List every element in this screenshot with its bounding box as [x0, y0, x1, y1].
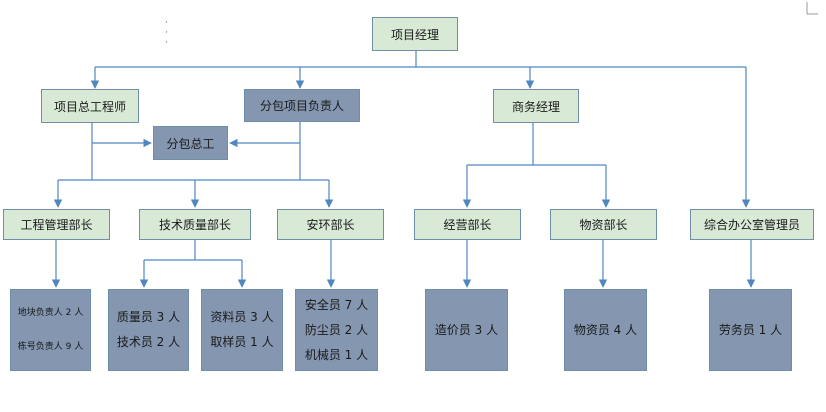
- node-tech-quality-dept: 技术质量部长: [139, 209, 251, 240]
- node-safety-dept: 安环部长: [277, 209, 384, 240]
- staff-quality: 质量员 3 人 技术员 2 人: [108, 289, 189, 371]
- staff-documents: 资料员 3 人 取样员 1 人: [201, 289, 283, 371]
- editor-mark: ···: [165, 18, 168, 48]
- node-materials-dept: 物资部长: [550, 209, 657, 240]
- node-subcontract-leader: 分包项目负责人: [244, 89, 360, 122]
- node-operations-dept: 经营部长: [414, 209, 521, 240]
- node-chief-engineer: 项目总工程师: [41, 89, 139, 123]
- node-engineering-dept: 工程管理部长: [3, 209, 110, 240]
- node-business-manager: 商务经理: [493, 89, 579, 123]
- node-project-manager: 项目经理: [372, 17, 458, 51]
- node-subcontract-chief: 分包总工: [153, 126, 228, 160]
- staff-cost: 造价员 3 人: [425, 289, 508, 371]
- staff-materials: 物资员 4 人: [564, 289, 647, 371]
- staff-labor: 劳务员 1 人: [709, 289, 792, 371]
- staff-safety: 安全员 7 人 防尘员 2 人 机械员 1 人: [295, 289, 378, 371]
- staff-engineering: 地块负责人 2 人 栋号负责人 9 人: [10, 289, 91, 371]
- node-office-admin: 综合办公室管理员: [690, 209, 814, 240]
